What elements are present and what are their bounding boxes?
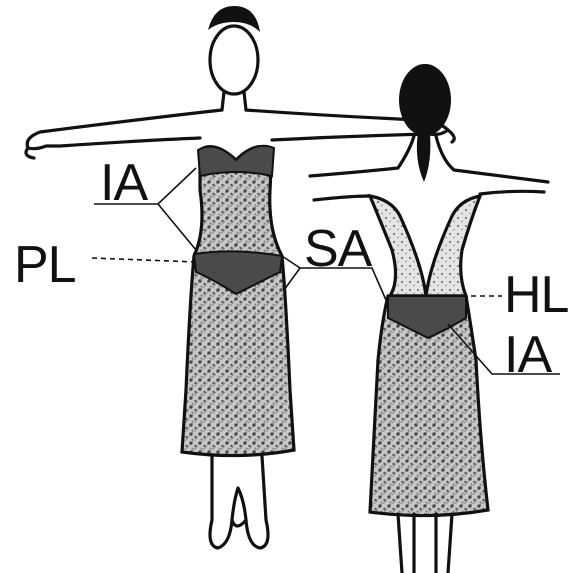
- back-torso: [370, 196, 480, 296]
- front-head: [210, 26, 258, 94]
- front-legs: [210, 456, 268, 548]
- back-legs: [398, 514, 452, 573]
- label-ia-front: IA: [100, 154, 148, 212]
- front-arms: [27, 110, 448, 149]
- label-sa: SA: [304, 220, 373, 278]
- front-dress: [182, 147, 294, 456]
- back-hair: [399, 64, 451, 136]
- label-hl: HL: [504, 266, 569, 324]
- label-pl: PL: [14, 236, 76, 294]
- label-ia-back: IA: [504, 326, 552, 384]
- front-bra: [198, 146, 274, 176]
